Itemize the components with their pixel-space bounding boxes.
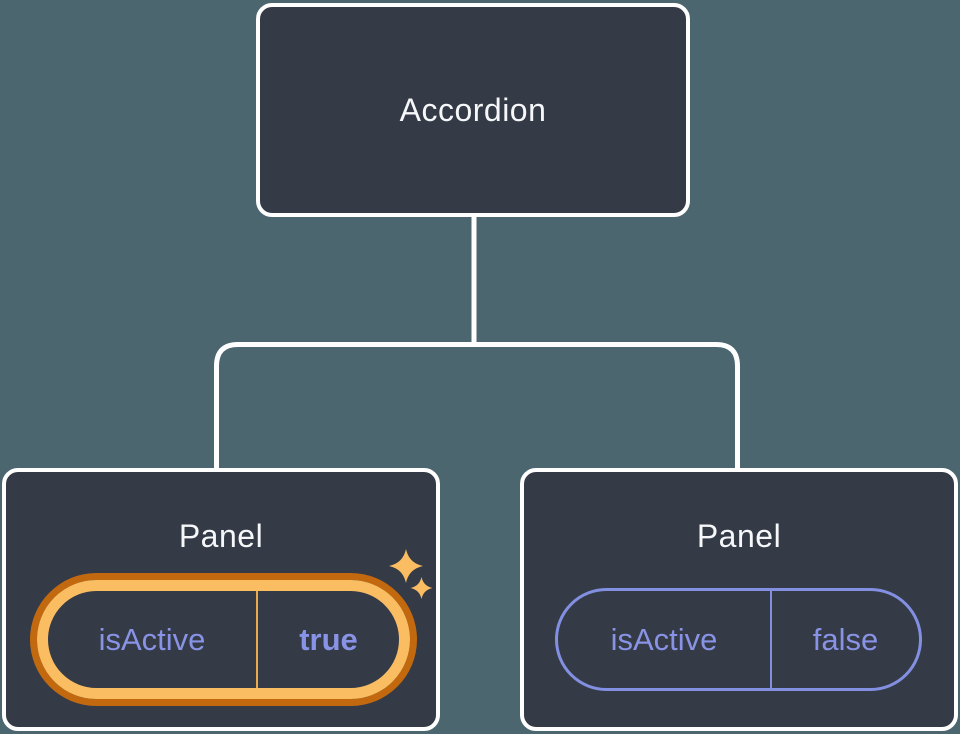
panel-node-label: Panel	[178, 518, 264, 554]
pill-divider	[256, 591, 258, 688]
sparkle-icon	[410, 577, 433, 599]
prop-value: true	[299, 621, 358, 657]
prop-value: false	[812, 621, 879, 657]
prop-name: isActive	[98, 621, 206, 657]
sparkle-icon	[389, 549, 423, 583]
pill-divider	[770, 591, 772, 688]
accordion-node: Accordion	[256, 3, 690, 217]
connector-bracket	[214, 342, 740, 470]
prop-pill-active: isActive true	[37, 580, 410, 699]
panel-node-label: Panel	[696, 518, 782, 554]
prop-pill-inactive: isActive false	[555, 588, 922, 691]
prop-name: isActive	[610, 621, 718, 657]
accordion-node-label: Accordion	[399, 91, 547, 128]
